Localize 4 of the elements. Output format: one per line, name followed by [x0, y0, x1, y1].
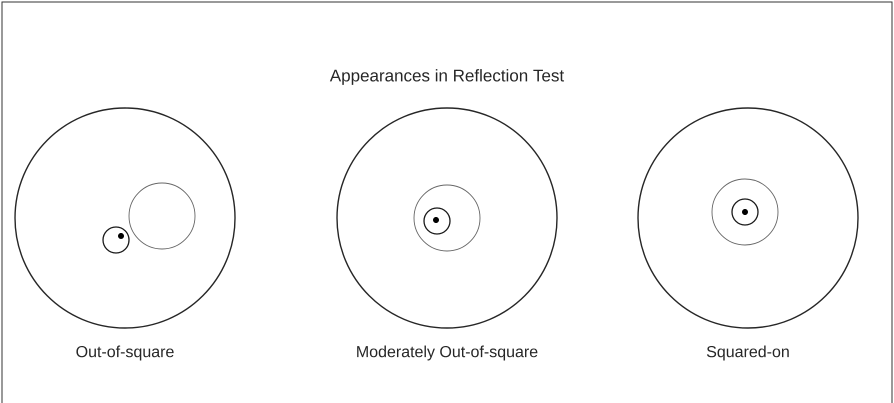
title: Appearances in Reflection Test	[330, 69, 564, 85]
caption: Moderately Out-of-square	[357, 346, 538, 360]
caption: Out-of-square	[76, 346, 174, 360]
caption: Squared-on	[706, 346, 789, 360]
